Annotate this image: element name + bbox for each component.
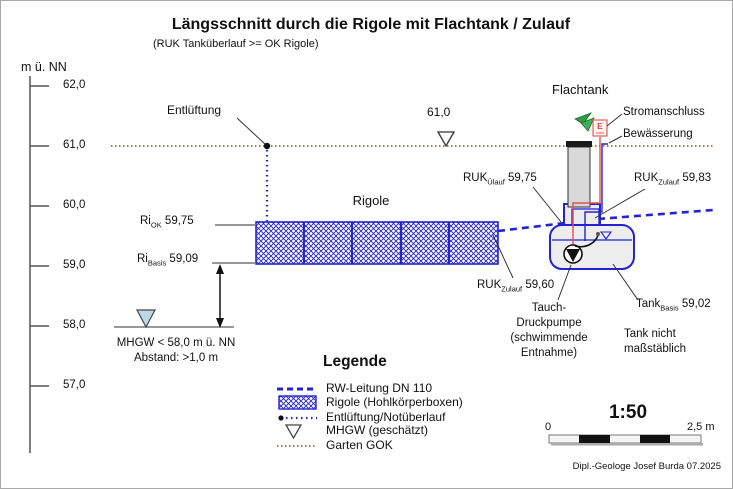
page-subtitle: (RUK Tanküberlauf >= OK Rigole) — [153, 38, 319, 50]
pump-triangle-icon — [566, 249, 580, 262]
pump-label-line4: Entnahme) — [520, 347, 578, 359]
plant-icon — [574, 112, 595, 132]
legend-item-rw-leitung: RW-Leitung DN 110 — [326, 381, 433, 395]
ruk-uelauf-label: RUKÜlauf 59,75 — [463, 172, 537, 187]
ruk-zulauf-rigole-label: RUKZulauf 59,60 — [477, 279, 555, 294]
stromanschluss-label: Stromanschluss — [623, 106, 705, 118]
e-box-label: E — [597, 121, 603, 131]
rigole-label: Rigole — [352, 193, 390, 208]
pump-label-line1: Tauch- — [531, 302, 567, 314]
rigole-box-dividers — [303, 222, 450, 264]
tank-note-line2: maßstäblich — [624, 343, 686, 355]
floating-intake-hose — [574, 234, 599, 248]
mhgw-note-line1: MHGW < 58,0 m ü. NN — [116, 337, 236, 349]
entlueftung-label: Entlüftung — [167, 103, 222, 117]
legend-symbol-entlueftung — [278, 415, 317, 421]
rw-leitung-right — [597, 208, 714, 221]
legend-item-entlueftung: Entlüftung/Notüberlauf — [326, 410, 446, 424]
tick-label-57: 57,0 — [63, 379, 86, 391]
bewaesserung-label: Bewässerung — [623, 128, 693, 140]
ri-basis-label: RiBasis 59,09 — [137, 253, 199, 268]
legend-title: Legende — [323, 353, 387, 370]
mhgw-triangle-icon — [136, 309, 156, 329]
tick-label-58: 58,0 — [63, 319, 86, 331]
legend-symbol-mhgw — [284, 424, 303, 440]
flachtank-body — [549, 224, 635, 270]
tick-label-60: 60,0 — [63, 199, 86, 211]
rigole-box — [255, 221, 499, 265]
scale-start-label: 0 — [545, 421, 552, 433]
shaft-cap — [566, 141, 592, 147]
axis-ticks — [30, 85, 49, 387]
scale-ratio-label: 1:50 — [608, 402, 648, 423]
scale-end-label: 2,5 m — [687, 421, 715, 433]
leader-lines — [492, 113, 646, 301]
pump-label-line3: (schwimmende — [510, 332, 588, 344]
tick-label-61: 61,0 — [63, 139, 86, 151]
credit-label: Dipl.-Geologe Josef Burda 07.2025 — [572, 461, 721, 472]
axis-unit-label: m ü. NN — [21, 60, 67, 74]
entlueftung-leader-line — [236, 117, 266, 145]
legend-item-mhgw: MHGW (geschätzt) — [326, 423, 429, 437]
tick-label-59: 59,0 — [63, 259, 86, 271]
power-cable — [572, 137, 601, 246]
entlueftung-dot-icon — [263, 142, 271, 150]
tank-note-line1: Tank nicht — [624, 328, 676, 340]
ri-ok-label: RiOK 59,75 — [140, 215, 194, 230]
gok-level-label: 61,0 — [427, 105, 451, 119]
riser-shaft — [567, 146, 591, 208]
tank-basis-label: TankBasis 59,02 — [636, 298, 711, 313]
legend-item-garten-gok: Garten GOK — [326, 438, 393, 452]
gok-level-triangle-icon — [436, 131, 456, 148]
flachtank-label: Flachtank — [552, 82, 609, 97]
tank-water-triangle-icon — [599, 231, 613, 240]
bewaesserung-pipe — [584, 143, 608, 241]
distance-arrow — [216, 264, 224, 328]
page-title: Längsschnitt durch die Rigole mit Flacht… — [171, 16, 571, 33]
legend-symbol-rigole — [278, 395, 317, 410]
pump-label-line2: Druckpumpe — [516, 317, 582, 329]
scale-bar — [548, 434, 703, 446]
legend-item-rigole: Rigole (Hohlkörperboxen) — [326, 395, 463, 409]
mhgw-note-line2: Abstand: >1,0 m — [133, 352, 219, 364]
ruk-zulauf-tank-label: RUKZulauf 59,83 — [634, 172, 712, 187]
tick-label-62: 62,0 — [63, 79, 86, 91]
e-box-icon — [592, 119, 608, 137]
hose-float-dot — [596, 232, 600, 236]
